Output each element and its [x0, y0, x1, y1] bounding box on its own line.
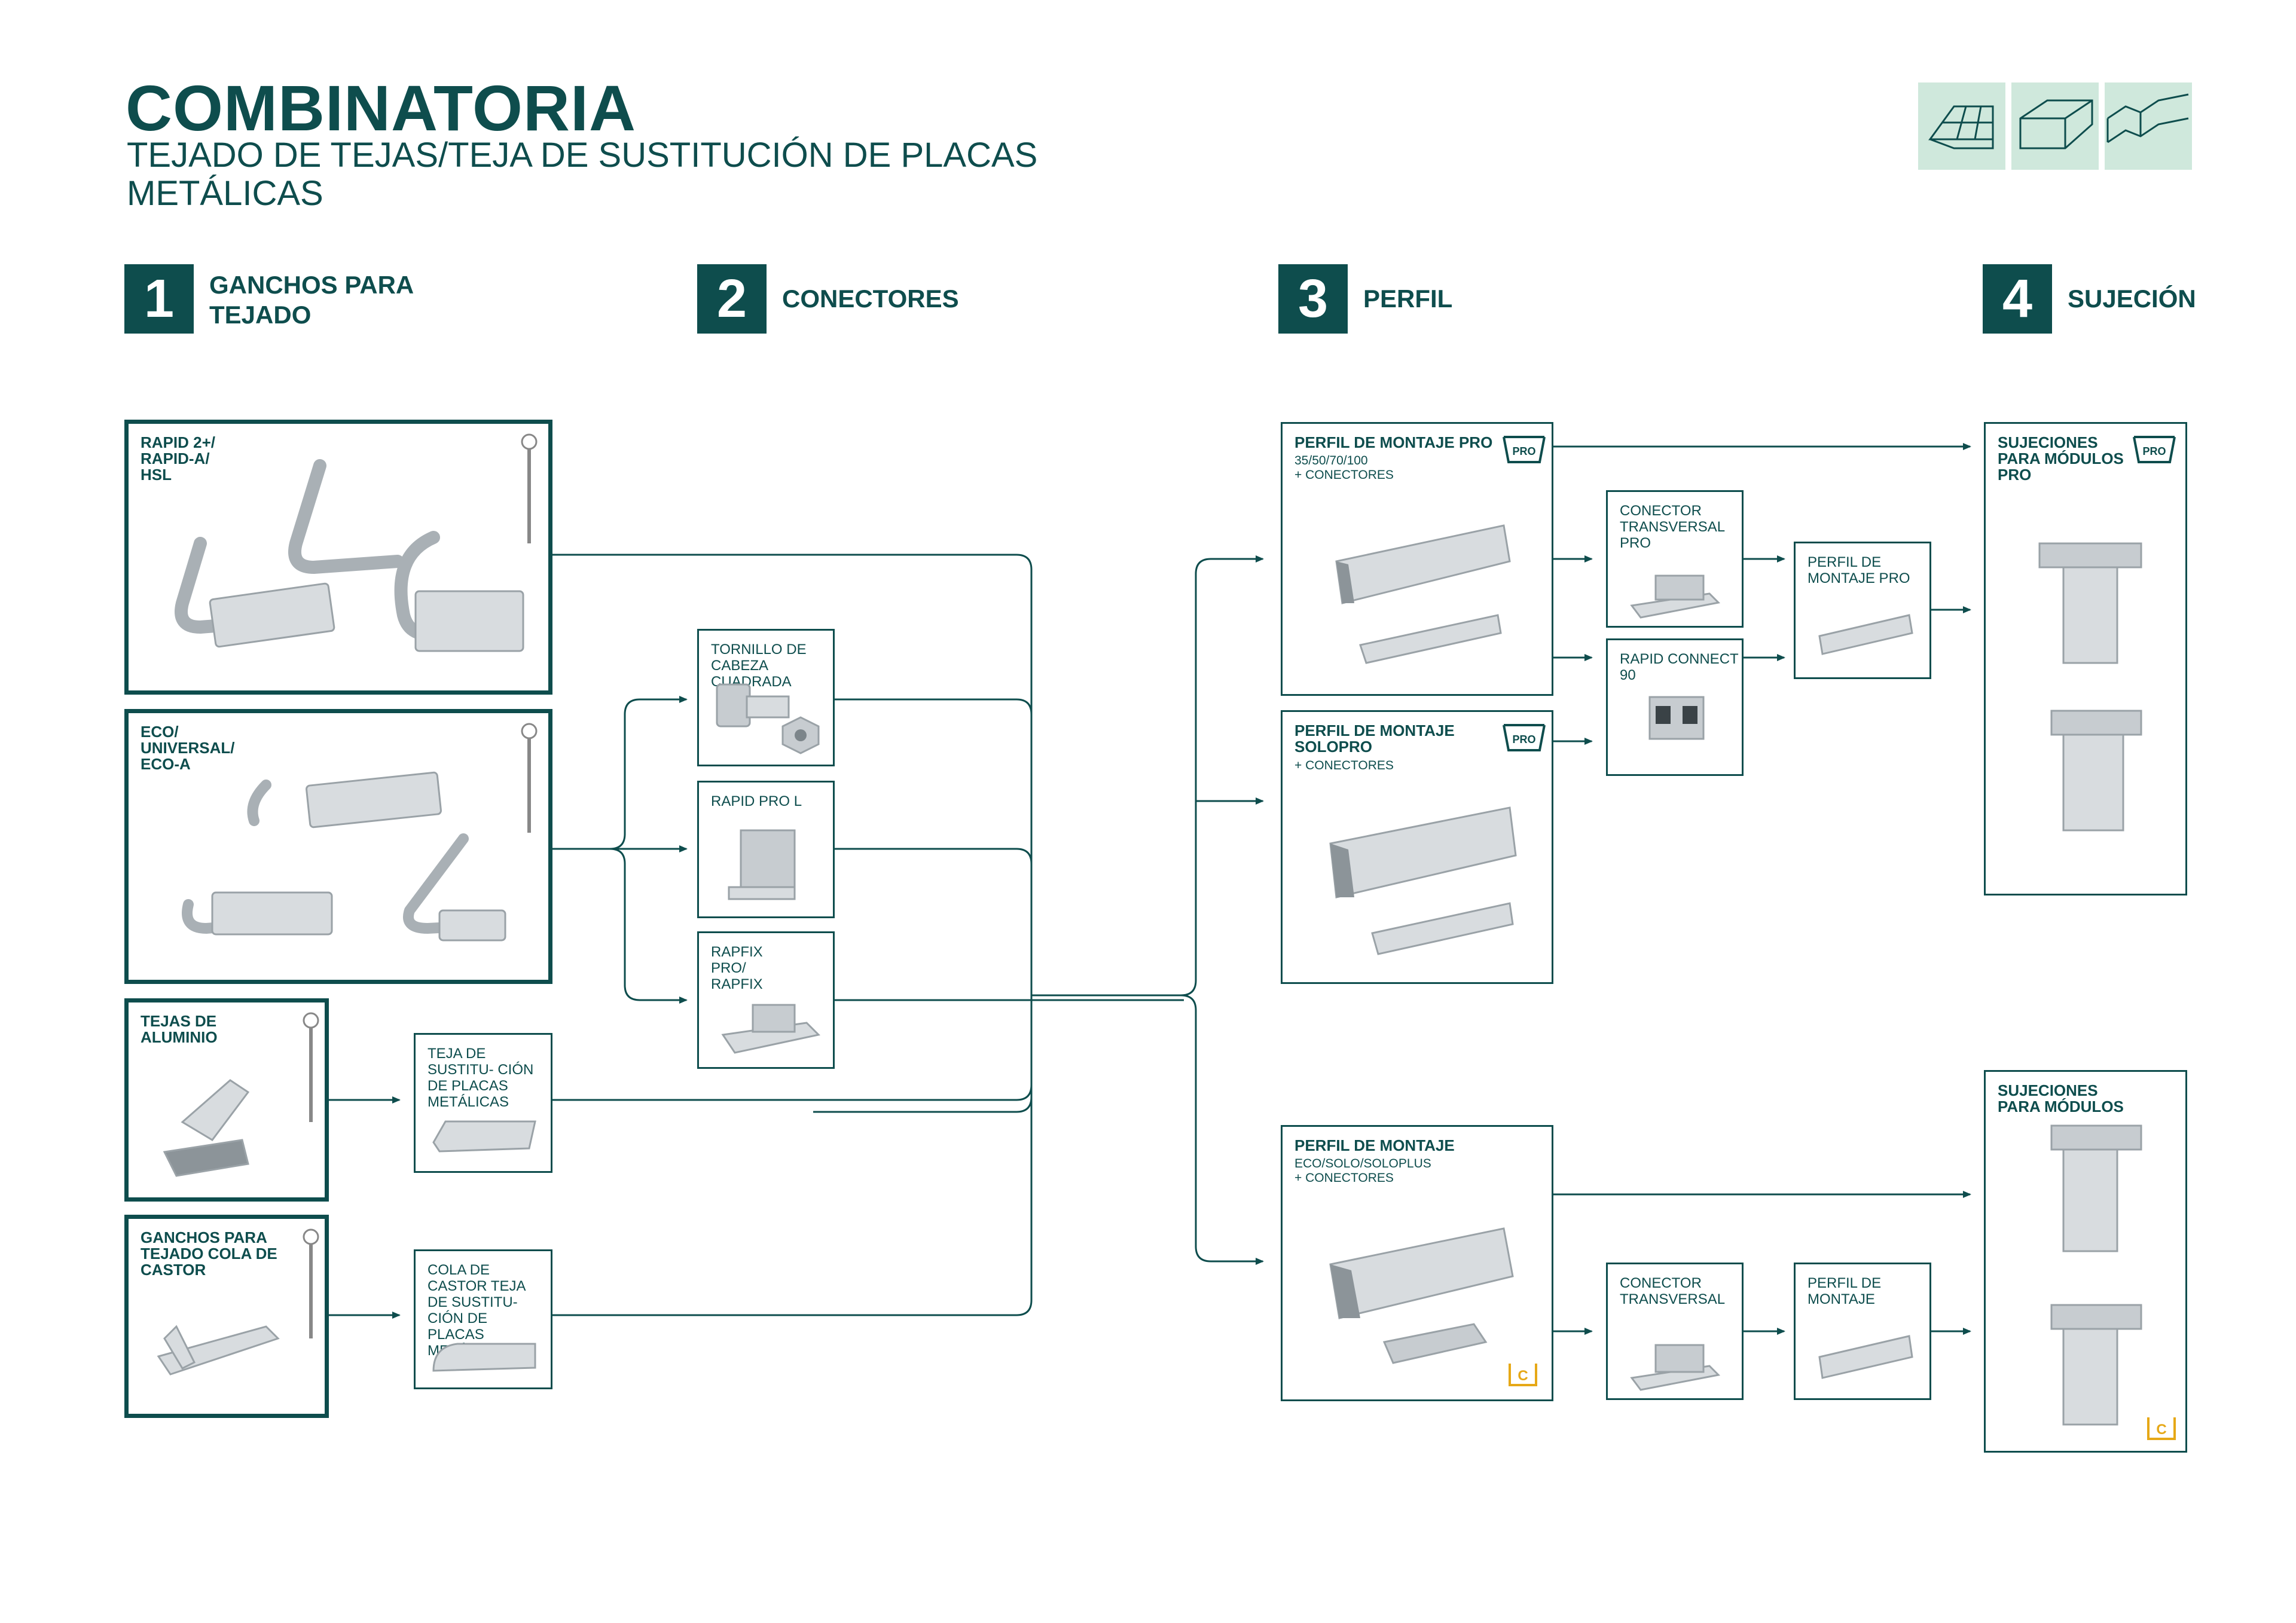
c-badge-text: C: [2156, 1422, 2166, 1438]
profile-pro-title: PERFIL DE MONTAJE PRO: [1294, 433, 1493, 451]
step-4-number: 4: [1983, 264, 2052, 334]
rapid-connect-illustration: [1648, 696, 1705, 740]
accessory-box-perfil-pro[interactable]: PERFIL DE MONTAJE PRO: [1794, 542, 1931, 679]
profile-pro-sub1: 35/50/70/100: [1294, 454, 1368, 467]
pro-badge-graphic: PRO: [1503, 724, 1546, 751]
step-1-label: GANCHOS PARA TEJADO: [209, 271, 413, 329]
connector-label-rapfix: RAPFIX PRO/ RAPFIX: [711, 944, 763, 992]
solopro-profile-illustration: [1329, 806, 1517, 955]
profile-box-eco[interactable]: PERFIL DE MONTAJE ECO/SOLO/SOLOPLUS + CO…: [1281, 1125, 1553, 1401]
trapezoid-sheet-icon-graphic: [2106, 93, 2189, 143]
hook-label-eco: ECO/ UNIVERSAL/ ECO-A: [141, 723, 235, 773]
tiled-roof-icon-graphic: [1928, 105, 1994, 149]
step-2-label: CONECTORES: [782, 285, 959, 313]
cross-connector-pro-illustration: [1630, 574, 1721, 619]
rapid-pro-l-illustration: [728, 829, 796, 900]
castor-hook-illustration: [157, 1228, 319, 1376]
pro-badge-graphic: PRO: [2133, 436, 2176, 463]
trapezoid-sheet-icon: [2105, 82, 2192, 170]
pro-badge-graphic: PRO: [1503, 436, 1546, 463]
profile-pro-sub2: + CONECTORES: [1294, 468, 1394, 482]
castor-tile-box[interactable]: COLA DE CASTOR TEJA DE SUSTITU- CIÓN DE …: [414, 1249, 552, 1389]
castor-tile-illustration: [432, 1343, 536, 1372]
clamp-pro-label: SUJECIONES PARA MÓDULOS PRO: [1998, 433, 2124, 484]
replacement-tile-box[interactable]: TEJA DE SUSTITU- CIÓN DE PLACAS METÁLICA…: [414, 1033, 552, 1173]
screw-icon: [303, 1012, 319, 1122]
rapfix-illustration: [721, 1004, 821, 1054]
page-title: COMBINATORIA: [126, 72, 636, 144]
mini-pro-profile-illustration: [1818, 614, 1913, 655]
pro-badge-text: PRO: [1512, 445, 1535, 457]
screw-icon: [521, 433, 538, 543]
accessory-label-conector: CONECTOR TRANSVERSAL: [1620, 1275, 1726, 1307]
accessory-label-perfil-pro: PERFIL DE MONTAJE PRO: [1808, 554, 1910, 586]
hook-box-castor[interactable]: GANCHOS PARA TEJADO COLA DE CASTOR: [124, 1215, 329, 1418]
profile-eco-title: PERFIL DE MONTAJE: [1294, 1136, 1455, 1154]
tiled-roof-icon: [1918, 82, 2005, 170]
accessory-label-conector-pro: CONECTOR TRANSVERSAL PRO: [1620, 503, 1725, 551]
accessory-box-conector[interactable]: CONECTOR TRANSVERSAL: [1606, 1263, 1744, 1400]
hook-box-eco[interactable]: ECO/ UNIVERSAL/ ECO-A: [124, 709, 552, 984]
accessory-box-perfil[interactable]: PERFIL DE MONTAJE: [1794, 1263, 1931, 1400]
eco-profile-illustration: [1329, 1227, 1514, 1364]
connector-box-rapidprol[interactable]: RAPID PRO L: [697, 781, 835, 918]
accessory-label-perfil: PERFIL DE MONTAJE: [1808, 1275, 1882, 1307]
clamp-box-pro[interactable]: SUJECIONES PARA MÓDULOS PRO PRO: [1984, 422, 2187, 895]
step-1-number: 1: [124, 264, 194, 334]
step-3-number: 3: [1278, 264, 1348, 334]
rapid-hook-illustration: [175, 433, 538, 652]
profile-eco-sub1: ECO/SOLO/SOLOPLUS: [1294, 1157, 1431, 1170]
std-clamps-illustration: [2050, 1124, 2142, 1426]
c-badge-text: C: [1518, 1368, 1528, 1384]
connector-label-tornillo: TORNILLO DE CABEZA CUADRADA: [711, 641, 807, 690]
profile-eco-sub2: + CONECTORES: [1294, 1171, 1394, 1185]
connector-label-rapidprol: RAPID PRO L: [711, 793, 802, 809]
screw-icon: [303, 1228, 319, 1338]
pro-badge-text: PRO: [2142, 445, 2166, 457]
accessory-label-rapid-connect: RAPID CONNECT 90: [1620, 651, 1739, 683]
profile-solopro-sub: + CONECTORES: [1294, 759, 1394, 772]
step-3-label: PERFIL: [1363, 285, 1453, 313]
aluminium-hook-illustration: [163, 1012, 319, 1177]
square-bolt-illustration: [716, 683, 820, 754]
hook-label-aluminio: TEJAS DE ALUMINIO: [141, 1012, 218, 1046]
screw-icon: [521, 723, 538, 833]
metal-sheet-roof-icon: [2011, 82, 2099, 170]
connector-box-rapfix[interactable]: RAPFIX PRO/ RAPFIX: [697, 931, 835, 1069]
pro-badge-text: PRO: [1512, 733, 1535, 745]
connector-box-tornillo[interactable]: TORNILLO DE CABEZA CUADRADA: [697, 629, 835, 766]
hook-box-rapid[interactable]: RAPID 2+/ RAPID-A/ HSL: [124, 420, 552, 695]
replacement-tile-label: TEJA DE SUSTITU- CIÓN DE PLACAS METÁLICA…: [428, 1046, 534, 1110]
c-badge-graphic: C: [2147, 1417, 2176, 1440]
clamp-std-label: SUJECIONES PARA MÓDULOS: [1998, 1081, 2124, 1115]
pro-profile-illustration: [1335, 524, 1511, 664]
replacement-tile-illustration: [432, 1120, 536, 1153]
eco-hook-illustration: [182, 723, 538, 942]
profile-box-pro[interactable]: PERFIL DE MONTAJE PRO 35/50/70/100 + CON…: [1281, 422, 1553, 696]
profile-box-solopro[interactable]: PERFIL DE MONTAJE SOLOPRO + CONECTORES P…: [1281, 710, 1553, 984]
profile-solopro-title: PERFIL DE MONTAJE SOLOPRO: [1294, 722, 1455, 756]
metal-sheet-roof-icon-graphic: [2019, 99, 2093, 149]
page-subtitle: TEJADO DE TEJAS/TEJA DE SUSTITUCIÓN DE P…: [127, 136, 1038, 213]
c-badge-graphic: C: [1509, 1364, 1537, 1386]
mini-profile-illustration: [1818, 1335, 1913, 1379]
hook-box-aluminio[interactable]: TEJAS DE ALUMINIO: [124, 998, 329, 1202]
accessory-box-rapid-connect[interactable]: RAPID CONNECT 90: [1606, 638, 1744, 776]
accessory-box-conector-pro[interactable]: CONECTOR TRANSVERSAL PRO: [1606, 490, 1744, 628]
step-2-number: 2: [697, 264, 767, 334]
clamp-box-std[interactable]: SUJECIONES PARA MÓDULOS C: [1984, 1070, 2187, 1453]
pro-clamps-illustration: [2038, 542, 2142, 832]
hook-label-castor: GANCHOS PARA TEJADO COLA DE CASTOR: [141, 1228, 277, 1279]
cross-connector-illustration: [1630, 1344, 1721, 1391]
step-4-label: SUJECIÓN: [2068, 285, 2196, 313]
hook-label-rapid: RAPID 2+/ RAPID-A/ HSL: [141, 433, 215, 484]
